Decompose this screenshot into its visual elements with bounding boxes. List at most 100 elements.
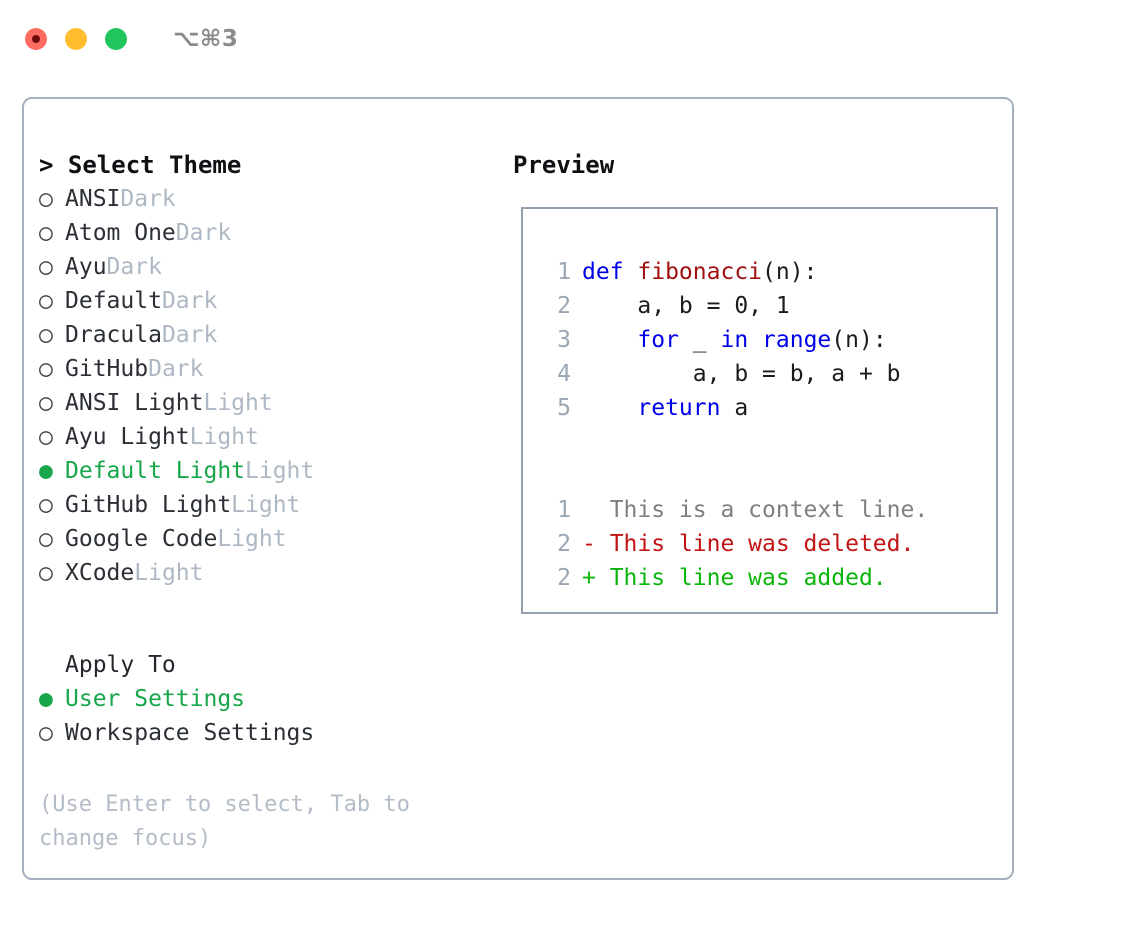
code-line: 2 a, b = 0, 1 <box>537 289 996 323</box>
line-number: 1 <box>557 497 571 523</box>
radio-icon[interactable]: ○ <box>39 390 53 416</box>
theme-variant-tag: Light <box>203 390 273 416</box>
theme-list-item[interactable]: ○ ANSI Dark <box>39 182 502 216</box>
minimize-button[interactable] <box>65 28 87 50</box>
theme-name: Atom One <box>65 220 176 246</box>
keyboard-shortcut-label: ⌥⌘3 <box>173 26 239 52</box>
theme-name: Ayu <box>65 254 107 280</box>
theme-name: Google Code <box>65 526 218 552</box>
diff-text: - This line was deleted. <box>582 531 915 557</box>
theme-variant-tag: Dark <box>161 322 218 348</box>
code-token: (n): <box>831 327 887 353</box>
title-bar: ⌥⌘3 <box>0 0 1140 78</box>
code-token: return <box>637 395 721 421</box>
code-text: return a <box>582 391 748 425</box>
theme-name: ANSI <box>65 186 121 212</box>
apply-to-item[interactable]: ○ Workspace Settings <box>39 716 502 750</box>
radio-icon[interactable]: ○ <box>39 424 53 450</box>
line-number: 2 <box>557 565 571 591</box>
code-token: a <box>720 395 749 421</box>
code-token <box>582 327 637 353</box>
window-controls <box>25 28 127 50</box>
close-button[interactable] <box>25 28 47 50</box>
theme-variant-tag: Dark <box>120 186 176 212</box>
line-number: 2 <box>557 531 571 557</box>
radio-icon[interactable]: ○ <box>39 720 53 746</box>
code-token: (n): <box>762 259 818 285</box>
apply-to-label: Workspace Settings <box>65 720 315 746</box>
theme-variant-tag: Dark <box>106 254 162 280</box>
diff-text: + This line was added. <box>582 565 887 591</box>
line-number: 1 <box>557 259 571 285</box>
diff-text: This is a context line. <box>582 497 929 523</box>
code-diff-separator-2 <box>537 459 996 493</box>
radio-icon-selected[interactable]: ● <box>39 458 53 484</box>
radio-icon[interactable]: ○ <box>39 322 53 348</box>
code-text: for _ in range(n): <box>582 323 887 357</box>
theme-name: GitHub <box>65 356 149 382</box>
theme-list-item[interactable]: ○ Default Dark <box>39 284 502 318</box>
apply-to-label: User Settings <box>65 686 246 712</box>
preview-title: Preview <box>513 151 615 179</box>
apply-to-header: Apply To <box>65 652 176 678</box>
keyboard-hint-text: (Use Enter to select, Tab to change focu… <box>39 792 424 851</box>
code-token: for <box>637 327 679 353</box>
theme-list-item[interactable]: ○ XCode Light <box>39 556 502 590</box>
radio-icon[interactable]: ○ <box>39 492 53 518</box>
theme-name: ANSI Light <box>65 390 204 416</box>
theme-name: GitHub Light <box>65 492 232 518</box>
theme-name: Default Light <box>65 458 246 484</box>
line-number: 5 <box>557 395 571 421</box>
preview-column: Preview 1 def fibonacci(n): 2 a, b = 0, … <box>502 99 1012 878</box>
theme-variant-tag: Dark <box>175 220 232 246</box>
code-text: a, b = b, a + b <box>582 357 901 391</box>
apply-to-list: ● User Settings ○ Workspace Settings <box>39 682 502 750</box>
radio-icon-selected[interactable]: ● <box>39 686 53 712</box>
radio-icon[interactable]: ○ <box>39 254 53 280</box>
theme-variant-tag: Dark <box>148 356 204 382</box>
zoom-button[interactable] <box>105 28 127 50</box>
radio-icon[interactable]: ○ <box>39 186 53 212</box>
list-spacer <box>39 590 502 648</box>
radio-icon[interactable]: ○ <box>39 560 53 586</box>
theme-variant-tag: Light <box>231 492 301 518</box>
code-token: fibonacci <box>637 259 763 285</box>
code-token <box>748 327 762 353</box>
line-number: 2 <box>557 293 571 319</box>
apply-to-item-selected[interactable]: ● User Settings <box>39 682 502 716</box>
theme-name: Ayu Light <box>65 424 190 450</box>
theme-variant-tag: Light <box>134 560 204 586</box>
theme-list-item-selected[interactable]: ● Default Light Light <box>39 454 502 488</box>
code-sample: 1 def fibonacci(n): 2 a, b = 0, 1 3 for … <box>537 255 996 425</box>
theme-list: ○ ANSI Dark ○ Atom One Dark ○ Ayu Dark <box>39 182 502 590</box>
code-text: a, b = 0, 1 <box>582 289 789 323</box>
theme-list-item[interactable]: ○ Ayu Light Light <box>39 420 502 454</box>
diff-line-added: 2 + This line was added. <box>537 561 996 595</box>
diff-sample: 1 This is a context line. 2 - This line … <box>537 493 996 595</box>
radio-icon[interactable]: ○ <box>39 356 53 382</box>
code-line: 3 for _ in range(n): <box>537 323 996 357</box>
select-theme-header: > Select Theme <box>39 151 242 179</box>
theme-list-item[interactable]: ○ Ayu Dark <box>39 250 502 284</box>
theme-list-item[interactable]: ○ ANSI Light Light <box>39 386 502 420</box>
radio-icon[interactable]: ○ <box>39 288 53 314</box>
code-line: 5 return a <box>537 391 996 425</box>
radio-icon[interactable]: ○ <box>39 220 53 246</box>
theme-variant-tag: Dark <box>161 288 218 314</box>
theme-list-item[interactable]: ○ Atom One Dark <box>39 216 502 250</box>
line-number: 4 <box>557 361 571 387</box>
code-text: def fibonacci(n): <box>582 255 817 289</box>
theme-list-item[interactable]: ○ Dracula Dark <box>39 318 502 352</box>
theme-list-item[interactable]: ○ Google Code Light <box>39 522 502 556</box>
radio-icon[interactable]: ○ <box>39 526 53 552</box>
code-token: def <box>582 259 638 285</box>
code-diff-separator <box>537 425 996 459</box>
theme-name: XCode <box>65 560 135 586</box>
diff-line-context: 1 This is a context line. <box>537 493 996 527</box>
preview-box: 1 def fibonacci(n): 2 a, b = 0, 1 3 for … <box>521 207 998 614</box>
theme-variant-tag: Light <box>189 424 259 450</box>
theme-name: Dracula <box>65 322 162 348</box>
theme-list-item[interactable]: ○ GitHub Dark <box>39 352 502 386</box>
theme-list-item[interactable]: ○ GitHub Light Light <box>39 488 502 522</box>
